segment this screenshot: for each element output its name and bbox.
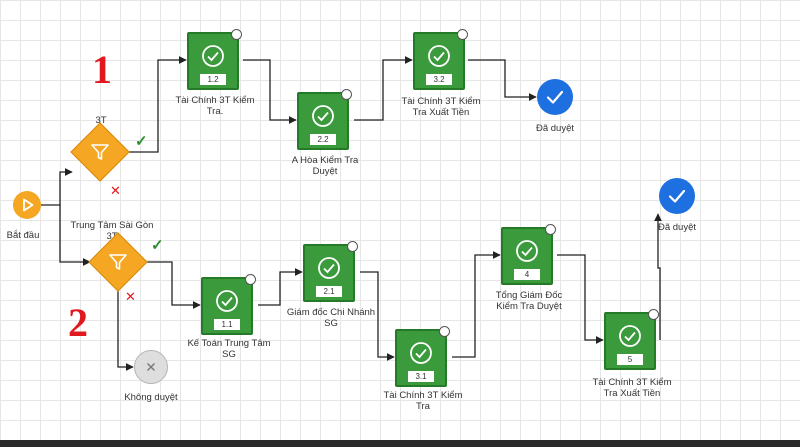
branch-marker-1: 1 <box>92 47 112 92</box>
bottom-border <box>0 440 800 447</box>
task-1-2-label: Tài Chính 3T Kiểm Tra. <box>175 95 255 117</box>
check-icon <box>546 90 564 104</box>
gateway-top-label: 3T <box>95 115 107 126</box>
end-bottom-label: Đã duyệt <box>657 222 697 233</box>
task-5-label: Tài Chính 3T Kiểm Tra Xuất Tiền <box>592 377 672 399</box>
edge-gateway-bottom-to-reject <box>117 290 134 371</box>
check-circle-icon <box>318 257 340 279</box>
branch-marker-2: 2 <box>68 300 88 345</box>
play-icon <box>23 198 34 212</box>
start-event[interactable] <box>13 191 41 219</box>
status-badge-icon <box>245 274 256 285</box>
status-badge-icon <box>231 29 242 40</box>
task-number: 3.2 <box>426 74 452 85</box>
status-badge-icon <box>648 309 659 320</box>
task-4-label: Tổng Giám Đốc Kiểm Tra Duyệt <box>495 290 563 312</box>
edge-task-2-1-to-task-3-1 <box>360 271 395 361</box>
gateway-bottom-rejected-x-icon: ✕ <box>125 289 136 304</box>
x-icon <box>147 363 155 371</box>
end-event-bottom[interactable] <box>659 178 695 214</box>
edge-task-1-2-to-task-2-2 <box>243 59 297 124</box>
task-number: 4 <box>514 269 540 280</box>
check-circle-icon <box>428 45 450 67</box>
task-number: 3.1 <box>408 371 434 382</box>
task-number: 2.1 <box>316 286 342 297</box>
funnel-icon <box>109 254 127 270</box>
task-3-2-label: Tài Chính 3T Kiểm Tra Xuất Tiền <box>401 96 481 118</box>
status-badge-icon <box>341 89 352 100</box>
edge-task-5-to-end-bottom <box>654 213 662 340</box>
task-2-1-node[interactable]: 2.1 <box>303 241 358 302</box>
gateway-top-approved-check-icon: ✓ <box>135 133 148 150</box>
gateway-top[interactable] <box>70 122 130 182</box>
edge-task-1-1-to-task-2-1 <box>258 268 303 306</box>
check-circle-icon <box>216 290 238 312</box>
reject-event[interactable] <box>134 350 168 384</box>
gateway-top-rejected-x-icon: ✕ <box>110 183 121 198</box>
edge-gateway-top-to-task-1-2 <box>128 56 187 153</box>
task-number: 5 <box>617 354 643 365</box>
edge-task-4-to-task-5 <box>557 254 604 344</box>
reject-label: Không duyệt <box>124 392 178 403</box>
task-2-2-node[interactable]: 2.2 <box>297 89 352 150</box>
check-icon <box>668 189 686 203</box>
edge-task-2-2-to-task-3-2 <box>354 56 413 121</box>
funnel-icon <box>91 144 109 160</box>
status-badge-icon <box>545 224 556 235</box>
edge-task-3-1-to-task-4 <box>452 251 501 358</box>
task-5-node[interactable]: 5 <box>604 309 659 370</box>
status-badge-icon <box>457 29 468 40</box>
check-circle-icon <box>410 342 432 364</box>
gateway-bottom-approved-check-icon: ✓ <box>151 237 164 254</box>
edge-task-3-2-to-end-top <box>468 59 537 101</box>
task-number: 2.2 <box>310 134 336 145</box>
task-4-node[interactable]: 4 <box>501 224 556 285</box>
end-event-top[interactable] <box>537 79 573 115</box>
task-1-1-label: Kế Toán Trung Tâm SG <box>187 338 271 360</box>
task-3-1-node[interactable]: 3.1 <box>395 326 450 387</box>
status-badge-icon <box>347 241 358 252</box>
check-circle-icon <box>619 325 641 347</box>
check-circle-icon <box>516 240 538 262</box>
start-label: Bắt đầu <box>6 230 40 241</box>
task-3-1-label: Tài Chính 3T Kiểm Tra <box>383 390 463 412</box>
task-1-2-node[interactable]: 1.2 <box>187 29 242 90</box>
end-top-label: Đã duyệt <box>535 123 575 134</box>
status-badge-icon <box>439 326 450 337</box>
edge-start-to-gateway-bottom <box>59 205 91 266</box>
edge-start-to-gateway-top <box>41 168 73 206</box>
gateway-bottom[interactable] <box>88 232 148 292</box>
task-2-2-label: A Hòa Kiểm Tra Duyệt <box>291 155 359 177</box>
check-circle-icon <box>202 45 224 67</box>
edge-gateway-bottom-to-task-1-1 <box>146 261 201 309</box>
task-3-2-node[interactable]: 3.2 <box>413 29 468 90</box>
check-circle-icon <box>312 105 334 127</box>
task-number: 1.2 <box>200 74 226 85</box>
task-1-1-node[interactable]: 1.1 <box>201 274 256 335</box>
task-2-1-label: Giám đốc Chi Nhánh SG <box>286 307 376 329</box>
task-number: 1.1 <box>214 319 240 330</box>
